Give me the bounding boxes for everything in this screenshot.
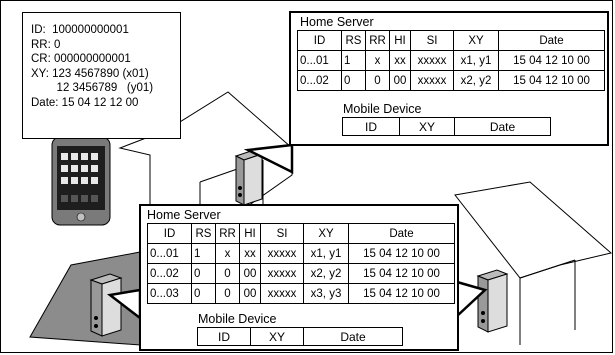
home-server-callout-top: Home Server ID RS RR HI SI XY Date 0...0…: [289, 11, 609, 146]
table-cell: x2, y2: [304, 264, 349, 284]
table-row: 0...02 0 0 00 xxxxx x2, y2 15 04 12 10 0…: [148, 264, 455, 284]
table-cell: 15 04 12 10 00: [349, 264, 455, 284]
table-cell: 0...01: [148, 244, 192, 264]
table-cell: 0...02: [148, 264, 192, 284]
device-info-line: 12 3456789 (y01): [31, 81, 180, 96]
table-cell: xxxxx: [261, 284, 304, 304]
table-cell: 0: [192, 264, 216, 284]
home-server-table: ID RS RR HI SI XY Date 0...01 1 x xx xxx…: [297, 30, 605, 91]
table-header-row: ID XY Date: [198, 328, 403, 346]
table-cell: 1: [342, 51, 366, 71]
header-cell: XY: [304, 224, 349, 244]
header-cell: ID: [198, 328, 251, 346]
header-cell: HI: [390, 31, 411, 51]
device-info-line: XY: 123 4567890 (x01): [31, 67, 180, 82]
header-cell: RR: [216, 224, 240, 244]
table-header-row: ID XY Date: [343, 118, 551, 136]
table-cell: x3, y3: [304, 284, 349, 304]
table-cell: x2, y2: [454, 71, 499, 91]
header-cell: Date: [499, 31, 605, 51]
home-server-callout-bottom: Home Server ID RS RR HI SI XY Date 0...0…: [139, 204, 459, 351]
table-cell: 0...01: [298, 51, 342, 71]
header-cell: SI: [411, 31, 454, 51]
table-cell: 0: [342, 71, 366, 91]
table-header-row: ID RS RR HI SI XY Date: [298, 31, 605, 51]
home-server-title: Home Server: [147, 209, 221, 222]
device-info-line: CR: 000000000001: [31, 52, 180, 67]
right-house-roof: [455, 182, 611, 278]
table-cell: xxxxx: [411, 71, 454, 91]
table-row: 0...01 1 x xx xxxxx x1, y1 15 04 12 10 0…: [148, 244, 455, 264]
device-info-line: Date: 15 04 12 12 00: [31, 96, 180, 111]
table-cell: 0: [366, 71, 390, 91]
table-cell: xx: [240, 244, 261, 264]
header-cell: XY: [454, 31, 499, 51]
table-cell: 0: [216, 284, 240, 304]
table-cell: 15 04 12 10 00: [349, 284, 455, 304]
table-cell: xxxxx: [261, 264, 304, 284]
table-cell: xxxxx: [411, 51, 454, 71]
table-cell: 00: [240, 284, 261, 304]
mobile-device-table: ID XY Date: [197, 327, 403, 346]
header-cell: RS: [192, 224, 216, 244]
table-cell: 00: [390, 71, 411, 91]
header-cell: Date: [455, 118, 551, 136]
device-info-line: RR: 0: [31, 38, 180, 53]
table-cell: 0: [216, 264, 240, 284]
header-cell: RR: [366, 31, 390, 51]
table-header-row: ID RS RR HI SI XY Date: [148, 224, 455, 244]
home-server-title: Home Server: [300, 16, 374, 29]
table-cell: 15 04 12 10 00: [499, 71, 605, 91]
table-cell: 15 04 12 10 00: [499, 51, 605, 71]
table-cell: 00: [240, 264, 261, 284]
table-cell: 15 04 12 10 00: [349, 244, 455, 264]
table-cell: 0...02: [298, 71, 342, 91]
device-info-box: ID: 100000000001 RR: 0 CR: 000000000001 …: [22, 12, 181, 139]
table-row: 0...02 0 0 00 xxxxx x2, y2 15 04 12 10 0…: [298, 71, 605, 91]
header-cell: Date: [304, 328, 403, 346]
header-cell: HI: [240, 224, 261, 244]
right-server-icon: [478, 270, 507, 332]
header-cell: XY: [400, 118, 455, 136]
left-server-icon: [91, 274, 121, 336]
header-cell: ID: [298, 31, 342, 51]
table-cell: x1, y1: [304, 244, 349, 264]
table-cell: 0: [192, 284, 216, 304]
device-info-line: ID: 100000000001: [31, 23, 180, 38]
header-cell: ID: [343, 118, 400, 136]
table-cell: x: [366, 51, 390, 71]
mobile-device-title: Mobile Device: [198, 313, 277, 326]
mobile-device-table: ID XY Date: [342, 117, 551, 136]
upper-server-icon: [236, 150, 262, 205]
table-row: 0...03 0 0 00 xxxxx x3, y3 15 04 12 10 0…: [148, 284, 455, 304]
header-cell: SI: [261, 224, 304, 244]
header-cell: RS: [342, 31, 366, 51]
table-cell: x1, y1: [454, 51, 499, 71]
header-cell: XY: [251, 328, 304, 346]
mobile-phone-icon: [52, 137, 110, 225]
mobile-device-title: Mobile Device: [343, 103, 422, 116]
header-cell: ID: [148, 224, 192, 244]
table-cell: xx: [390, 51, 411, 71]
table-cell: x: [216, 244, 240, 264]
table-cell: 1: [192, 244, 216, 264]
home-server-table: ID RS RR HI SI XY Date 0...01 1 x xx xxx…: [147, 223, 455, 304]
table-cell: xxxxx: [261, 244, 304, 264]
header-cell: Date: [349, 224, 455, 244]
table-row: 0...01 1 x xx xxxxx x1, y1 15 04 12 10 0…: [298, 51, 605, 71]
table-cell: 0...03: [148, 284, 192, 304]
